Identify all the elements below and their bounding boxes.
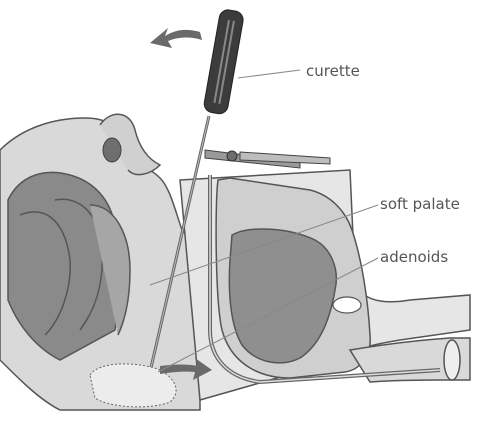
curette-handle xyxy=(203,9,245,116)
nostril xyxy=(103,138,121,162)
trachea-end xyxy=(444,340,460,380)
airway-opening xyxy=(333,297,361,313)
label-adenoids: adenoids xyxy=(380,248,448,266)
motion-arrow-left xyxy=(150,28,202,48)
mouth-gag-pivot xyxy=(227,151,237,161)
label-soft-palate: soft palate xyxy=(380,195,460,213)
label-curette: curette xyxy=(306,62,360,80)
curette-leader-line xyxy=(238,70,300,78)
